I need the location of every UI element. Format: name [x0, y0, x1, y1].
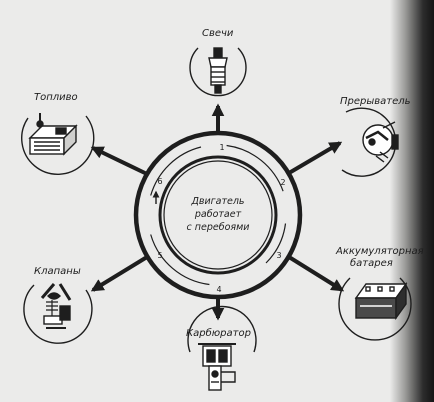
arrow-to-fuel [90, 146, 148, 176]
label-valves: Клапаны [34, 266, 81, 277]
battery-icon [354, 281, 408, 321]
cause-breaker: Прерыватель [340, 96, 411, 177]
hub-center-circle [163, 160, 273, 270]
ring-segment-2 [265, 223, 287, 264]
cycle-arrow-valves [23, 284, 93, 344]
center-text-line1: Двигатель [190, 196, 244, 207]
hub-inner-ring [158, 155, 278, 275]
ring-segment-1 [226, 144, 284, 192]
carburetor-icon [198, 343, 236, 391]
segment-number-6: 6 [157, 177, 162, 186]
cause-fuel: Топливо [21, 92, 95, 175]
arrow-to-valves [90, 255, 149, 292]
cause-carburetor: Карбюратор [186, 305, 257, 391]
segment-number-2: 2 [280, 178, 285, 187]
segment-number-1: 1 [219, 143, 224, 152]
page-edge-shadow [390, 0, 434, 402]
segment-number-4: 4 [216, 285, 221, 294]
segment-number-5: 5 [157, 251, 162, 260]
central-hub: Двигатель работает с перебоями [133, 130, 303, 300]
ring-segment-4 [150, 146, 202, 196]
arrow-to-breaker [287, 141, 343, 175]
radial-arrows [90, 103, 345, 321]
valves-icon [40, 283, 72, 329]
cycle-arrow-spark [189, 47, 247, 97]
segment-number-3: 3 [276, 251, 281, 260]
center-text-line2: работает [194, 209, 242, 220]
cycle-arrow-fuel [21, 115, 95, 175]
cause-battery: Аккумуляторная батарея [335, 246, 424, 341]
ring-segments [150, 144, 287, 286]
ring-segment-3 [150, 234, 210, 286]
cause-valves: Клапаны [23, 266, 93, 344]
breaker-icon [362, 121, 399, 163]
label-battery-line2: батарея [350, 257, 393, 269]
cycle-arrow-battery [338, 277, 412, 341]
cycle-arrow-carburetor [187, 305, 257, 353]
label-carburetor: Карбюратор [186, 327, 251, 339]
cause-spark-plugs: Свечи [189, 28, 247, 97]
label-breaker: Прерыватель [340, 96, 411, 107]
spark-plug-icon [208, 47, 228, 94]
fuel-tank-icon [28, 113, 78, 156]
arrow-to-battery [287, 255, 345, 292]
label-battery-line1: Аккумуляторная [335, 246, 424, 257]
label-spark-plugs: Свечи [202, 28, 234, 39]
label-fuel: Топливо [34, 92, 78, 103]
center-text-line3: с перебоями [187, 222, 250, 233]
